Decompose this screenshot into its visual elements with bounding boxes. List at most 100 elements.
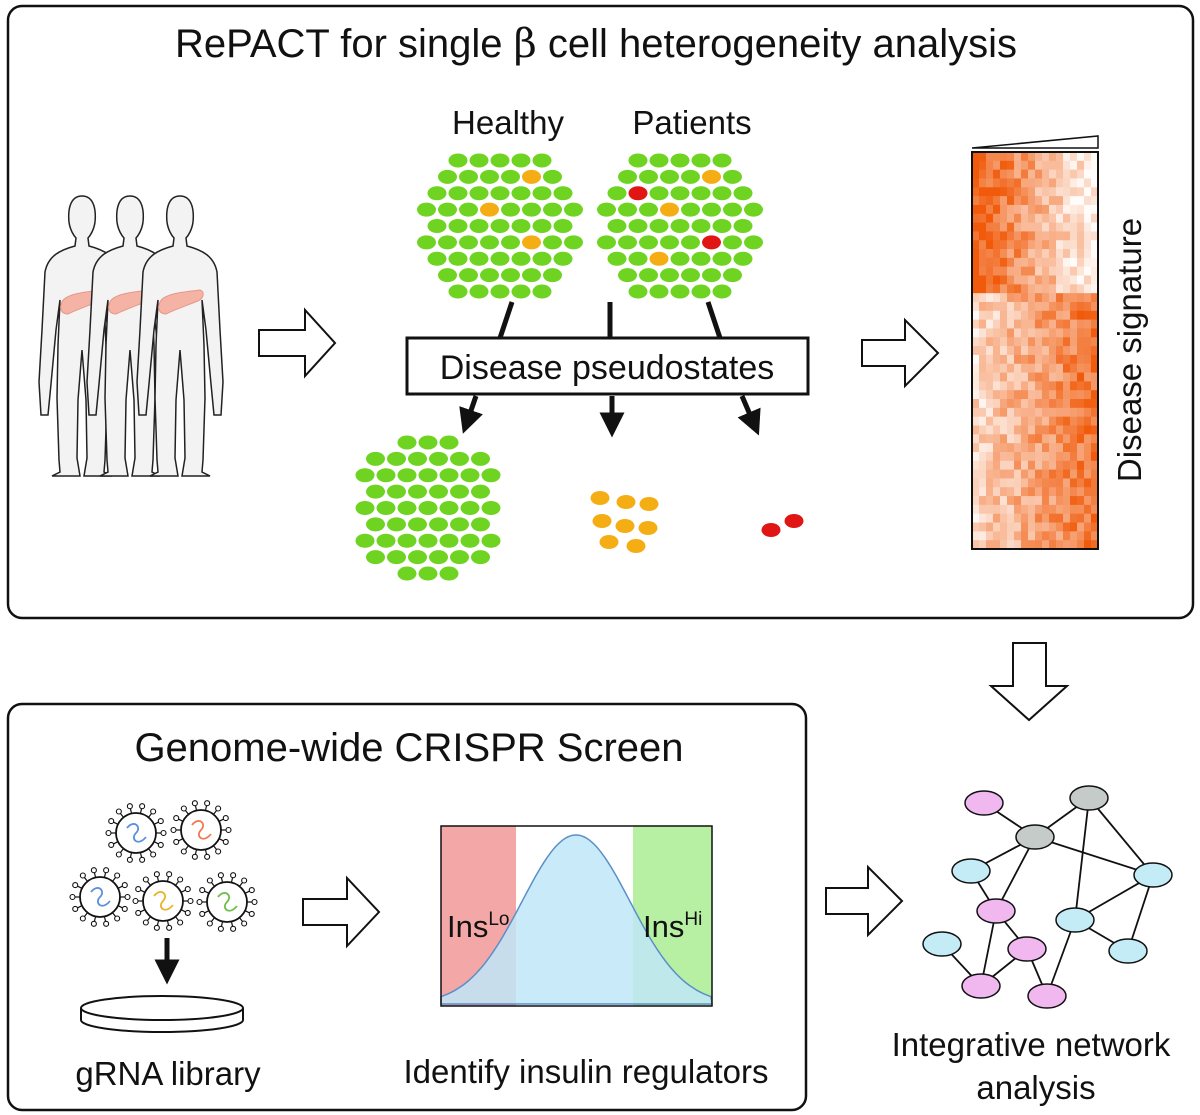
heatmap-cell bbox=[1077, 231, 1085, 241]
heatmap-cell bbox=[1070, 487, 1078, 497]
heatmap-cell bbox=[979, 425, 987, 435]
healthy-cell bbox=[355, 533, 375, 548]
heatmap-cell bbox=[1035, 328, 1043, 338]
heatmap-cell bbox=[1056, 266, 1064, 276]
heatmap-cell bbox=[1070, 381, 1078, 391]
heatmap-cell bbox=[1063, 257, 1071, 268]
healthy-cell bbox=[366, 517, 385, 532]
heatmap-cell bbox=[986, 301, 994, 312]
heatmap-cell bbox=[1042, 381, 1050, 391]
heatmap-cell bbox=[1035, 213, 1043, 223]
heatmap-cell bbox=[972, 354, 980, 365]
heatmap-cell bbox=[1007, 301, 1015, 312]
heatmap-cell bbox=[1077, 540, 1085, 550]
heatmap-cell bbox=[1056, 487, 1064, 497]
healthy-cell bbox=[501, 235, 520, 250]
heatmap-cell bbox=[1091, 451, 1099, 462]
intermediate-cell bbox=[615, 519, 635, 533]
heatmap-cell bbox=[1014, 319, 1022, 329]
heatmap-cell bbox=[986, 346, 994, 356]
heatmap-cell bbox=[1056, 399, 1064, 409]
heatmap-cell bbox=[1084, 178, 1092, 188]
heatmap-cell bbox=[1070, 460, 1078, 470]
heatmap-cell bbox=[1077, 310, 1085, 321]
heatmap-cell bbox=[993, 522, 1001, 532]
heatmap-cell bbox=[1028, 319, 1036, 329]
heatmap-cell bbox=[1070, 213, 1078, 223]
human-body bbox=[136, 195, 224, 477]
grna-library-label: gRNA library bbox=[75, 1055, 261, 1092]
healthy-cell bbox=[469, 251, 489, 266]
heatmap-cell bbox=[1007, 513, 1015, 523]
heatmap-cell bbox=[1014, 434, 1022, 444]
heatmap-cell bbox=[1049, 187, 1057, 197]
heatmap-cell bbox=[1056, 390, 1064, 400]
heatmap-cell bbox=[1042, 487, 1050, 497]
heatmap-cell bbox=[1070, 249, 1078, 259]
heatmap-cell bbox=[1056, 160, 1064, 171]
intermediate-cell-cluster bbox=[590, 491, 659, 553]
heatmap-cell bbox=[1042, 531, 1050, 541]
heatmap-cell bbox=[993, 469, 1001, 479]
heatmap-cell bbox=[1056, 310, 1064, 321]
heatmap-cell bbox=[1084, 399, 1092, 409]
heatmap-cell bbox=[1091, 390, 1099, 400]
heatmap-cell bbox=[993, 540, 1001, 550]
heatmap-cell bbox=[1028, 451, 1036, 462]
heatmap-cell bbox=[1084, 160, 1092, 171]
heatmap-cell bbox=[1042, 275, 1050, 285]
heatmap-cell bbox=[1070, 301, 1078, 312]
heatmap-cell bbox=[1014, 443, 1022, 453]
heatmap-cell bbox=[1028, 416, 1036, 426]
heatmap-cell bbox=[1028, 328, 1036, 338]
network-node-pink bbox=[1027, 983, 1067, 1009]
heatmap-cell bbox=[986, 496, 994, 506]
heatmap-cell bbox=[972, 407, 980, 418]
heatmap-cell bbox=[1049, 522, 1057, 532]
heatmap-cell bbox=[1000, 169, 1008, 179]
heatmap-cell bbox=[1028, 390, 1036, 400]
healthy-cell bbox=[397, 468, 417, 483]
heatmap-cell bbox=[979, 504, 987, 515]
patient-cell bbox=[712, 284, 732, 299]
patient-cell bbox=[607, 186, 627, 201]
heatmap-cell bbox=[1014, 213, 1022, 223]
heatmap-cell bbox=[972, 487, 980, 497]
patient-cell bbox=[723, 202, 742, 217]
heatmap-cell bbox=[1091, 196, 1099, 206]
distribution-plot-frame bbox=[440, 825, 713, 1007]
healthy-cell bbox=[532, 186, 552, 201]
healthy-cell bbox=[429, 550, 448, 565]
grna-strand bbox=[217, 892, 238, 912]
heatmap-cell bbox=[979, 213, 987, 223]
intermediate-cell bbox=[649, 251, 669, 266]
heatmap-cell bbox=[1084, 293, 1092, 303]
heatmap-cell bbox=[1014, 337, 1022, 347]
heatmap-cell bbox=[972, 196, 980, 206]
heatmap-cell bbox=[979, 354, 987, 365]
heatmap-cell bbox=[1007, 381, 1015, 391]
heatmap-cell bbox=[1070, 496, 1078, 506]
healthy-cell bbox=[397, 501, 417, 515]
healthy-cell bbox=[553, 251, 573, 266]
heatmap-cell bbox=[1070, 328, 1078, 338]
grna-strand bbox=[153, 891, 174, 911]
heatmap-cell bbox=[1091, 346, 1099, 356]
heatmap-cell bbox=[1091, 381, 1099, 391]
heatmap-cell bbox=[1056, 469, 1064, 479]
heatmap-cell bbox=[1007, 231, 1015, 241]
heatmap-cell bbox=[979, 487, 987, 497]
heatmap-cell bbox=[986, 540, 994, 550]
heatmap-cell bbox=[1021, 390, 1029, 400]
heatmap-cell bbox=[1042, 504, 1050, 515]
heatmap-cell bbox=[1077, 522, 1085, 532]
heatmap-cell bbox=[979, 372, 987, 382]
healthy-cell bbox=[553, 186, 573, 201]
heatmap-cell bbox=[1035, 178, 1043, 188]
heatmap-cell bbox=[1070, 363, 1078, 373]
heatmap-cell bbox=[1035, 337, 1043, 347]
virus-particle bbox=[196, 872, 258, 932]
healthy-cell bbox=[366, 451, 385, 466]
healthy-cell bbox=[532, 284, 552, 299]
hollow-arrow-humans-to-islets bbox=[258, 307, 337, 379]
